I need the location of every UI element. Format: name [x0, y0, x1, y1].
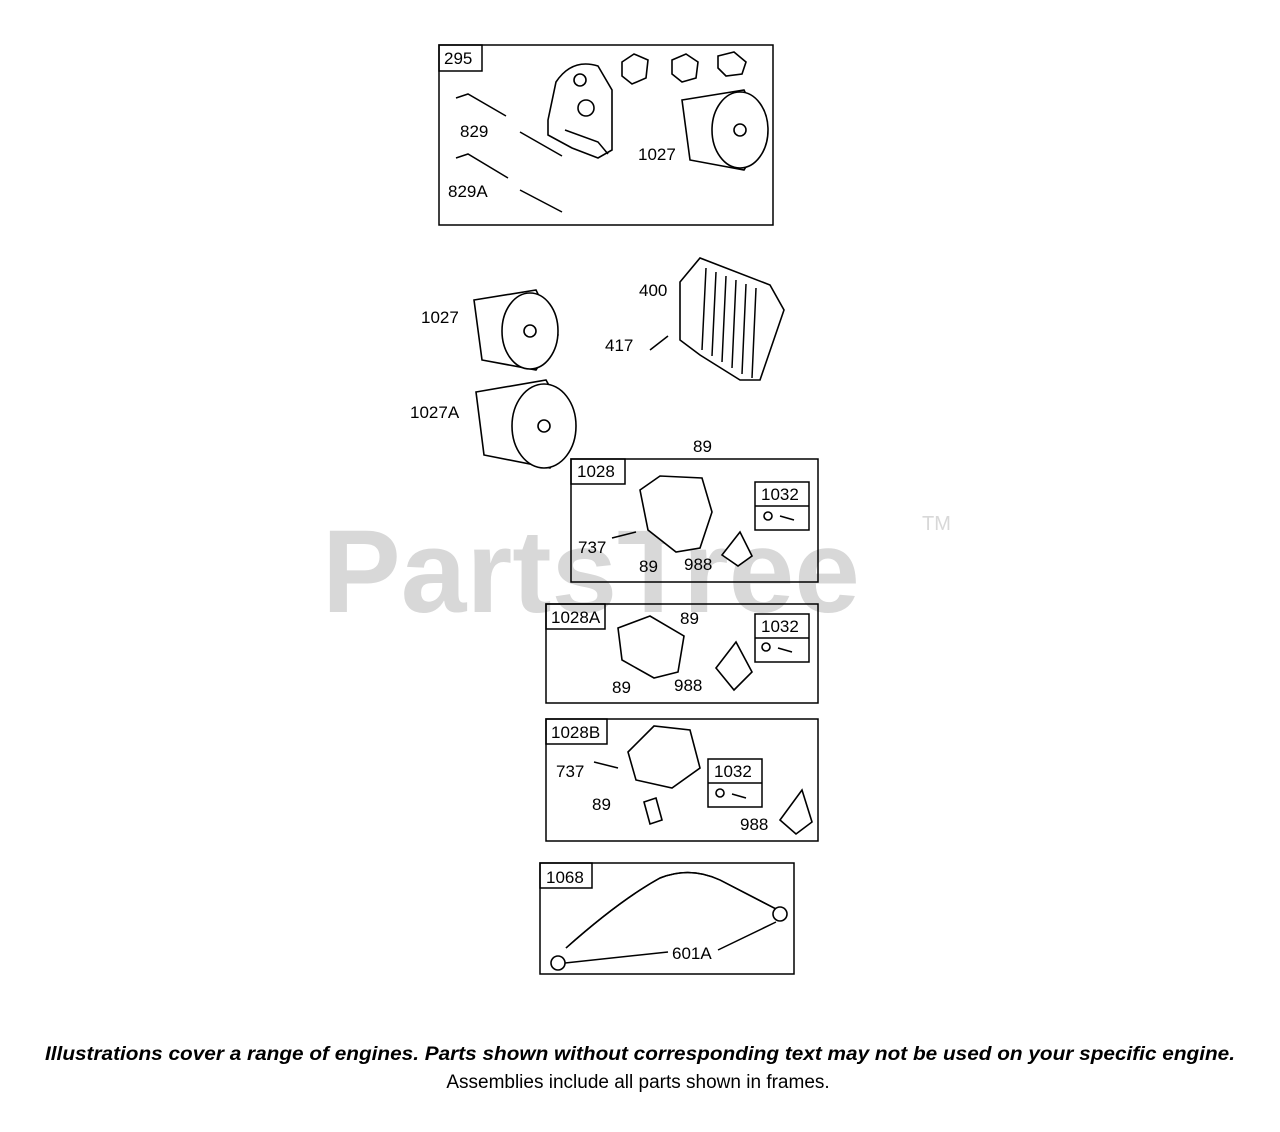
fitting-icon: [621, 51, 747, 85]
part-label-737: 737: [556, 762, 584, 781]
sub-assembly-id-1032: 1032: [761, 617, 799, 636]
watermark-text: PartsTree: [322, 506, 860, 638]
part-label-601a: 601A: [672, 944, 712, 963]
disclaimer-line-2: Assemblies include all parts shown in fr…: [446, 1072, 829, 1093]
sub-assembly-id-1032: 1032: [761, 485, 799, 504]
part-label-89: 89: [592, 795, 611, 814]
watermark-trademark: TM: [922, 513, 951, 535]
assembly-id-1068: 1068: [546, 868, 584, 887]
part-label-89: 89: [639, 557, 658, 576]
part-label-829a: 829A: [448, 182, 488, 201]
part-label-89: 89: [612, 678, 631, 697]
part-label-1027a: 1027A: [410, 403, 460, 422]
oil-filter-icon: [473, 289, 559, 371]
oil-pump-icon: [617, 615, 793, 692]
oil-filter-icon: [681, 89, 769, 171]
part-label-988: 988: [684, 555, 712, 574]
oil-filter-large-icon: [475, 379, 577, 469]
assembly-frame-1028a: 1028A 1032: [545, 603, 819, 704]
oil-line-829-icon: [455, 93, 563, 213]
part-label-988: 988: [740, 815, 768, 834]
part-label-1027: 1027: [638, 145, 676, 164]
fitting-417-icon: [649, 335, 669, 351]
assembly-id-1028: 1028: [577, 462, 615, 481]
part-label-988: 988: [674, 676, 702, 695]
part-label-400: 400: [639, 281, 667, 300]
assembly-id-1028a: 1028A: [551, 608, 601, 627]
part-label-1027-loose: 1027: [421, 308, 459, 327]
assembly-frame-295: 295: [438, 44, 774, 226]
hose-icon: [550, 871, 788, 971]
assembly-frame-1068: 1068: [539, 862, 795, 975]
part-label-89: 89: [680, 609, 699, 628]
oil-cooler-icon: [679, 257, 785, 381]
part-label-417: 417: [605, 336, 633, 355]
oil-pump-icon: [593, 725, 813, 836]
assembly-frame-1028b: 1028B 1032: [545, 718, 819, 842]
oil-pump-icon: [611, 475, 795, 567]
part-label-829: 829: [460, 122, 488, 141]
assembly-id-1028b: 1028B: [551, 723, 600, 742]
assembly-id-295: 295: [444, 49, 472, 68]
assembly-frame-1028: 1028 1032: [570, 458, 819, 583]
disclaimer-line-1: Illustrations cover a range of engines. …: [45, 1044, 1235, 1065]
sub-assembly-id-1032: 1032: [714, 762, 752, 781]
part-label-89: 89: [693, 437, 712, 456]
filter-adapter-icon: [547, 63, 613, 159]
part-label-737: 737: [578, 538, 606, 557]
